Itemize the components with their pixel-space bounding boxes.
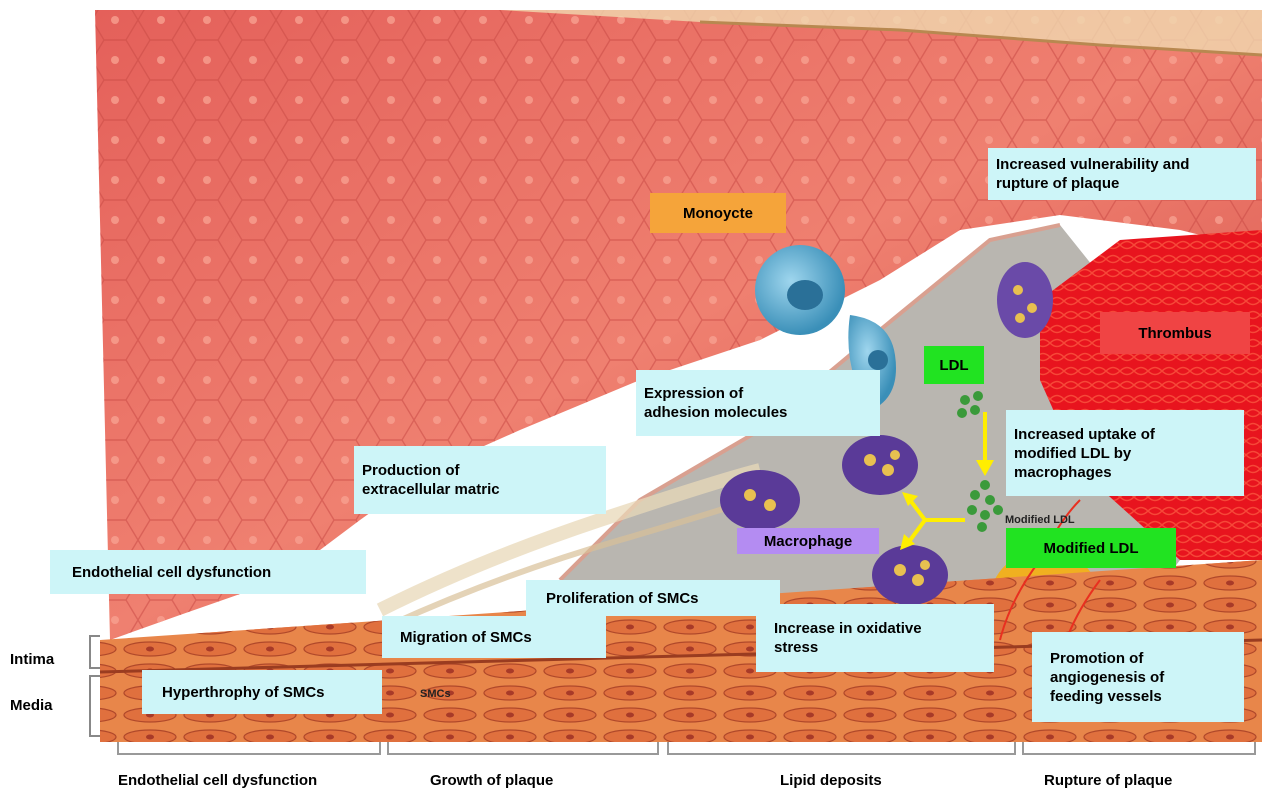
media-label: Media — [10, 697, 53, 714]
stage-growth-of-plaque: Growth of plaque — [430, 772, 553, 789]
macrophage-cell — [720, 470, 800, 530]
stage-rupture-of-plaque: Rupture of plaque — [1044, 772, 1172, 789]
oxidative-label: Increase in oxidative stress — [756, 604, 994, 672]
endothelial-dysfunction-label: Endothelial cell dysfunction — [50, 550, 366, 594]
thrombus-label: Thrombus — [1100, 312, 1250, 354]
stage-endothelial-dysfunction: Endothelial cell dysfunction — [118, 772, 317, 789]
modified-ldl-small-label: Modified LDL — [1005, 514, 1075, 526]
ecm-label: Production of extracellular matric — [354, 446, 606, 514]
intima-label: Intima — [10, 651, 54, 668]
vulnerability-label: Increased vulnerability and rupture of p… — [988, 148, 1256, 200]
modified-ldl-label: Modified LDL — [1006, 528, 1176, 568]
smcs-small-label: SMCs — [420, 688, 451, 700]
macrophage-label: Macrophage — [737, 528, 879, 554]
monocyte-label: Monoycte — [650, 193, 786, 233]
migration-label: Migration of SMCs — [382, 616, 606, 658]
ldl-label: LDL — [924, 346, 984, 384]
uptake-label: Increased uptake of modified LDL by macr… — [1006, 410, 1244, 496]
macrophage-cell — [872, 545, 948, 605]
stage-lipid-deposits: Lipid deposits — [780, 772, 882, 789]
macrophage-cell — [842, 435, 918, 495]
hyperthrophy-label: Hyperthrophy of SMCs — [142, 670, 382, 714]
angiogenesis-label: Promotion of angiogenesis of feeding ves… — [1032, 632, 1244, 722]
adhesion-label: Expression of adhesion molecules — [636, 370, 880, 436]
proliferation-label: Proliferation of SMCs — [526, 580, 780, 616]
macrophage-cell — [997, 262, 1053, 338]
